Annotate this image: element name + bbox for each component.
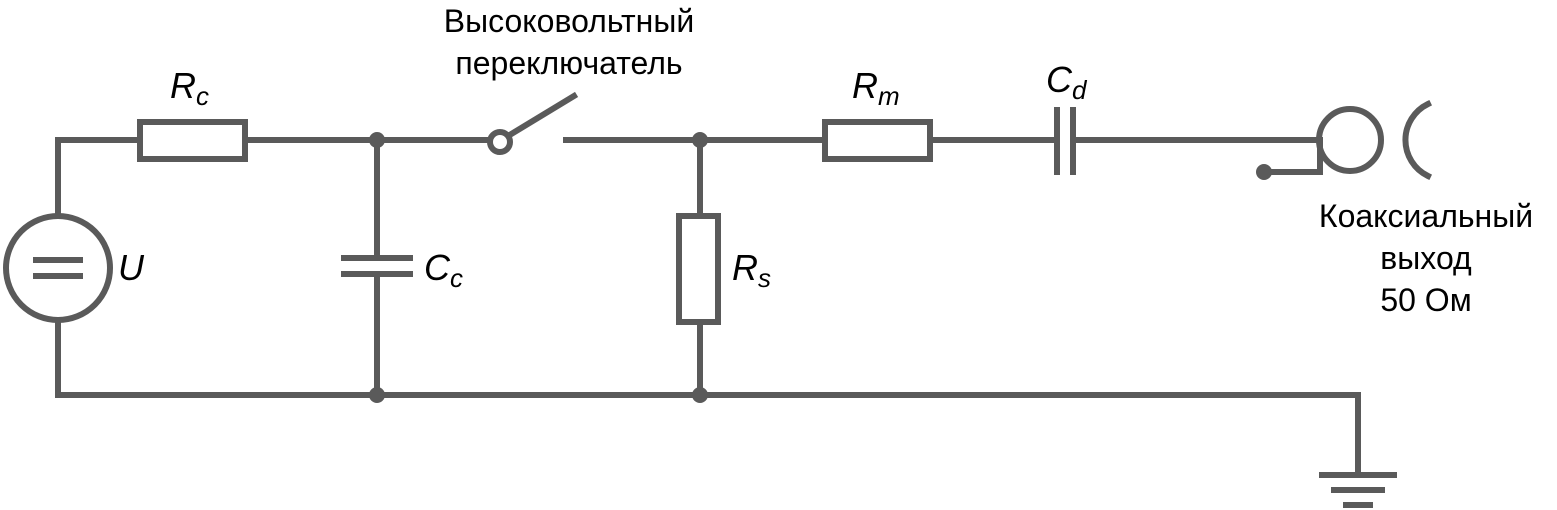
- junction-dot: [369, 387, 385, 403]
- label-source-u: U: [118, 247, 144, 288]
- high-voltage-switch-icon: [487, 91, 579, 155]
- wire-ground-bus: [55, 317, 1361, 478]
- capacitor-cc-icon: [341, 255, 413, 277]
- junction-dot: [369, 132, 385, 148]
- junction-dot: [692, 387, 708, 403]
- ground-icon: [1319, 472, 1397, 508]
- label-capacitor-cc: Cc: [424, 247, 463, 293]
- resistor-rc-icon: [137, 119, 248, 162]
- coaxial-connector-icon: [1316, 99, 1433, 181]
- label-coax-output: Коаксиальный выход 50 Ом: [1318, 198, 1534, 318]
- label-switch: Высоковольтный переключатель: [443, 3, 695, 81]
- resistor-rs-icon: [676, 213, 721, 325]
- label-resistor-rm: Rm: [852, 65, 900, 111]
- label-resistor-rs: Rs: [732, 247, 771, 293]
- wire-left-top: [55, 137, 143, 218]
- resistor-rm-icon: [822, 119, 933, 162]
- label-resistor-rc: Rc: [170, 65, 209, 111]
- capacitor-cd-icon: [1054, 107, 1076, 175]
- junction-dot: [1256, 164, 1272, 180]
- label-capacitor-cd: Cd: [1046, 59, 1087, 105]
- voltage-source-icon: [3, 213, 113, 323]
- junction-dot: [692, 132, 708, 148]
